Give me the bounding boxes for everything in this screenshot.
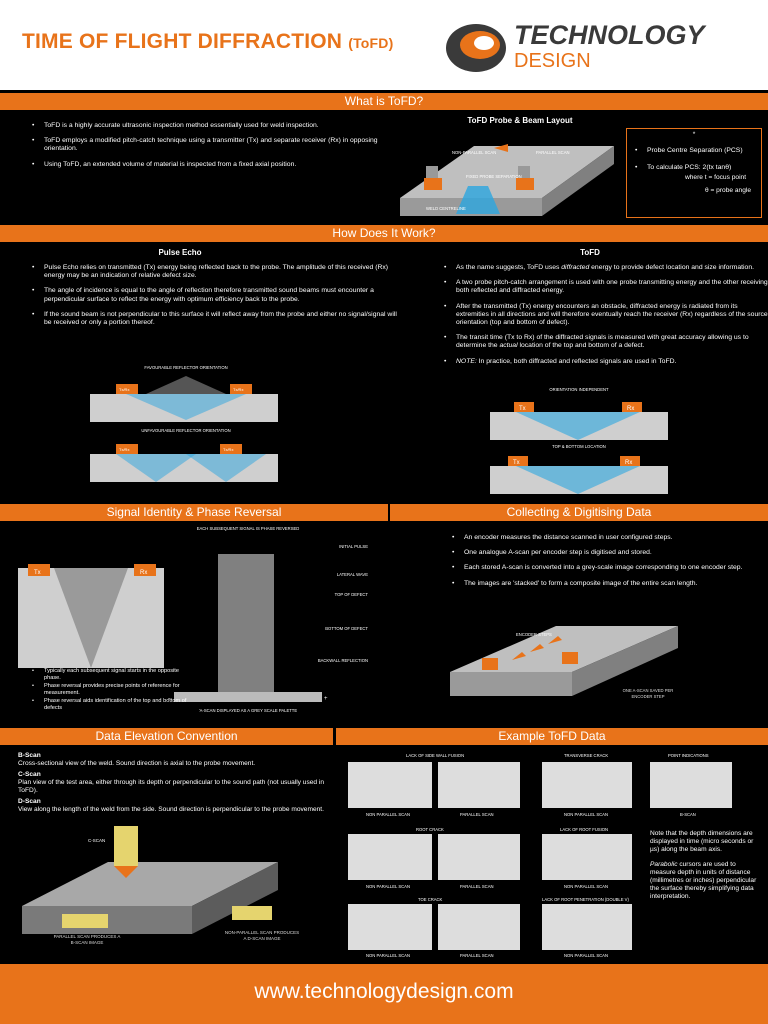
svg-text:Tx/Rx: Tx/Rx [223, 447, 233, 452]
what-bullets: ToFD is a highly accurate ultrasonic ins… [30, 122, 384, 176]
svg-text:Tx/Rx: Tx/Rx [119, 387, 129, 392]
svg-text:Tx/Rx: Tx/Rx [233, 387, 243, 392]
pcs-box: * Probe Centre Separation (PCS) To calcu… [626, 128, 762, 218]
svg-text:FAVOURABLE REFLECTOR ORIENTATI: FAVOURABLE REFLECTOR ORIENTATION [144, 365, 227, 370]
section-what: What is ToFD? [0, 93, 768, 110]
svg-text:TOP OF DEFECT: TOP OF DEFECT [335, 592, 369, 597]
scan-image [438, 904, 520, 950]
scan-image [542, 834, 632, 880]
one-ascan-label: ONE A-SCAN SAVED PER ENCODER STEP [622, 688, 674, 699]
elev-diagram: C-SCAN [22, 826, 278, 934]
scan-image [348, 762, 432, 808]
tofd-title: ToFD [580, 248, 600, 257]
svg-text:Tx/Rx: Tx/Rx [119, 447, 129, 452]
footer [0, 964, 768, 1024]
section-collect: Collecting & Digitising Data [390, 504, 768, 521]
page-title: TIME OF FLIGHT DIFFRACTION (ToFD) [22, 30, 393, 54]
scan-image [438, 762, 520, 808]
svg-text:ORIENTATION INDEPENDENT: ORIENTATION INDEPENDENT [549, 387, 609, 392]
svg-text:BOTTOM OF DEFECT: BOTTOM OF DEFECT [325, 626, 368, 631]
svg-text:TECHNOLOGY: TECHNOLOGY [514, 20, 707, 50]
svg-text:Tx: Tx [519, 406, 526, 412]
scan-image [348, 904, 432, 950]
title-sub: (ToFD) [348, 35, 394, 51]
title-main: TIME OF FLIGHT DIFFRACTION [22, 30, 343, 53]
svg-text:BACKWALL REFLECTION: BACKWALL REFLECTION [318, 658, 368, 663]
example-grid: LACK OF SIDE WALL FUSION NON PARALLEL SC… [336, 748, 768, 960]
svg-text:TOP & BOTTOM LOCATION: TOP & BOTTOM LOCATION [552, 444, 606, 449]
scan-image [542, 904, 632, 950]
scan-image [438, 834, 520, 880]
scan-image [542, 762, 632, 808]
section-how: How Does It Work? [0, 225, 768, 242]
scan-image [348, 834, 432, 880]
elev-text: B-Scan Cross-sectional view of the weld.… [18, 752, 325, 813]
svg-text:PARALLEL SCAN: PARALLEL SCAN [536, 150, 570, 155]
svg-text:'A-SCAN DISPLAYED AS A GREY SC: 'A-SCAN DISPLAYED AS A GREY SCALE PALETT… [199, 708, 298, 713]
svg-text:NON-PARALLEL SCAN: NON-PARALLEL SCAN [452, 150, 496, 155]
svg-text:Tx: Tx [513, 460, 520, 466]
svg-text:EACH SUBSEQUENT SIGNAL IS PHAS: EACH SUBSEQUENT SIGNAL IS PHASE REVERSED [197, 526, 300, 531]
svg-text:+: + [324, 696, 328, 702]
pulse-bullets: Pulse Echo relies on transmitted (Tx) en… [30, 264, 400, 334]
tofd-diagram: ORIENTATION INDEPENDENT Tx Rx TOP & BOTT… [490, 387, 668, 494]
pulse-echo-title: Pulse Echo [158, 248, 202, 257]
svg-text:LATERAL WAVE: LATERAL WAVE [337, 572, 368, 577]
svg-text:Rx: Rx [625, 460, 632, 466]
pulse-echo-diagram: FAVOURABLE REFLECTOR ORIENTATION Tx/Rx T… [90, 365, 278, 482]
scan-image [650, 762, 732, 808]
svg-text:Rx: Rx [140, 570, 147, 576]
example-note: Note that the depth dimensions are displ… [650, 830, 757, 901]
probe-title: ToFD Probe & Beam Layout [467, 116, 573, 125]
svg-text:FIXED PROBE SEPARATION: FIXED PROBE SEPARATION [466, 174, 522, 179]
signal-bullets: Typically each subsequent signal starts … [30, 668, 194, 714]
probe-diagram: NON-PARALLEL SCAN PARALLEL SCAN FIXED PR… [400, 144, 614, 216]
svg-text:DESIGN: DESIGN [514, 50, 591, 72]
svg-text:UNFAVOURABLE REFLECTOR ORIENTA: UNFAVOURABLE REFLECTOR ORIENTATION [141, 428, 230, 433]
svg-text:ENCODER STEPS: ENCODER STEPS [516, 632, 552, 637]
nonparallel-label: NON-PARALLEL SCAN PRODUCES A D-SCAN IMAG… [224, 930, 300, 941]
svg-text:INITIAL PULSE: INITIAL PULSE [339, 544, 368, 549]
section-example: Example ToFD Data [336, 728, 768, 745]
company-logo: TECHNOLOGY DESIGN [446, 20, 707, 72]
tofd-bullets: As the name suggests, ToFD uses diffract… [442, 264, 768, 373]
parallel-label: PARALLEL SCAN PRODUCES A B-SCAN IMAGE [53, 934, 121, 945]
svg-text:WELD CENTRELINE: WELD CENTRELINE [426, 206, 466, 211]
section-signal: Signal Identity & Phase Reversal [0, 504, 388, 521]
svg-text:Rx: Rx [627, 406, 634, 412]
svg-text:C-SCAN: C-SCAN [88, 838, 105, 843]
section-elev: Data Elevation Convention [0, 728, 333, 745]
collect-bullets: An encoder measures the distance scanned… [450, 534, 768, 595]
collect-diagram: ENCODER STEPS [450, 626, 678, 696]
signal-diagram: EACH SUBSEQUENT SIGNAL IS PHASE REVERSED… [18, 526, 369, 713]
svg-text:Tx: Tx [34, 570, 41, 576]
website-link[interactable]: www.technologydesign.com [254, 980, 514, 1003]
header [0, 0, 768, 90]
